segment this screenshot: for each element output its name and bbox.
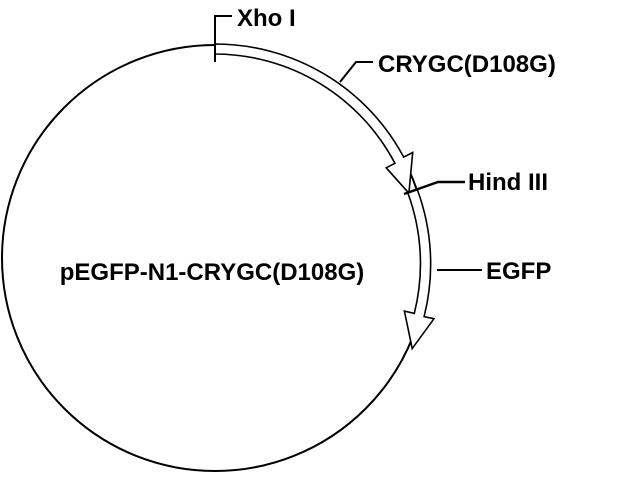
insert-leader <box>339 61 373 83</box>
egfp-arrow <box>403 188 436 351</box>
hind-site-marker <box>403 180 465 196</box>
xho-site-marker <box>214 15 232 62</box>
egfp-label: EGFP <box>486 258 551 285</box>
insert-label: CRYGC(D108G) <box>378 51 556 78</box>
hind-site-label: Hind III <box>468 169 548 196</box>
insert-arrow <box>214 43 414 196</box>
plasmid-name: pEGFP-N1-CRYGC(D108G) <box>60 259 364 286</box>
xho-site-label: Xho I <box>237 5 296 32</box>
